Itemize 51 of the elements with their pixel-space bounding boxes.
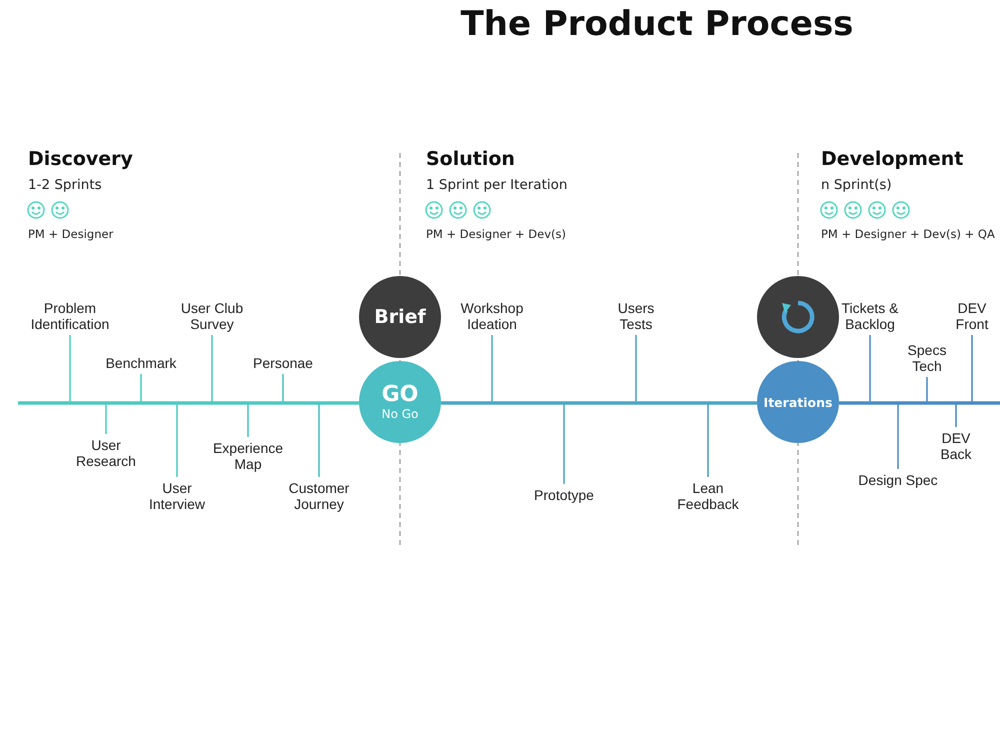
timeline-label: Users Tests	[614, 300, 658, 332]
leader-line	[926, 377, 928, 403]
team-roles: PM + Designer	[28, 227, 114, 241]
timeline-label: DEV Front	[952, 300, 992, 332]
timeline-label: Problem Identification	[20, 300, 120, 332]
circle-sublabel: No Go	[382, 407, 418, 421]
leader-line	[211, 335, 213, 403]
leader-line	[176, 403, 178, 477]
circle-label: Iterations	[764, 394, 832, 410]
timeline-label: Customer Journey	[287, 480, 351, 512]
timeline-line	[441, 401, 757, 405]
circle-label: GO	[382, 383, 418, 407]
timeline-line	[18, 401, 359, 405]
leader-line	[635, 335, 637, 403]
leader-line	[105, 403, 107, 434]
timeline-label: Benchmark	[96, 355, 186, 371]
timeline-label: User Club Survey	[167, 300, 257, 332]
leader-line	[869, 335, 871, 403]
diagram-title: The Product Process	[460, 4, 854, 44]
timeline-line	[839, 401, 1000, 405]
timeline-label: Experience Map	[203, 440, 293, 472]
leader-line	[563, 403, 565, 484]
timeline-label: Prototype	[524, 487, 604, 503]
timeline-label: Design Spec	[853, 472, 943, 488]
phase-title: Solution	[426, 148, 515, 170]
leader-line	[897, 403, 899, 469]
timeline-label: Personae	[243, 355, 323, 371]
leader-line	[318, 403, 320, 477]
timeline-label: Tickets & Backlog	[836, 300, 904, 332]
team-roles: PM + Designer + Dev(s) + QA	[821, 227, 995, 241]
leader-line	[955, 403, 957, 427]
leader-line	[971, 335, 973, 403]
leader-line	[247, 403, 249, 437]
timeline-label: Workshop Ideation	[457, 300, 527, 332]
phase-title: Discovery	[28, 148, 133, 170]
sprint-count: 1-2 Sprints	[28, 177, 102, 193]
sprint-count: n Sprint(s)	[821, 177, 892, 193]
timeline-label: User Interview	[145, 480, 209, 512]
leader-line	[491, 335, 493, 403]
phase-title: Development	[821, 148, 964, 170]
sprint-count: 1 Sprint per Iteration	[426, 177, 568, 193]
leader-line	[140, 374, 142, 403]
timeline-label: Specs Tech	[905, 342, 949, 374]
timeline-label: DEV Back	[936, 430, 976, 462]
leader-line	[69, 335, 71, 403]
timeline-label: User Research	[74, 437, 138, 469]
circle-label: Brief	[374, 306, 426, 328]
team-roles: PM + Designer + Dev(s)	[426, 227, 566, 241]
leader-line	[282, 374, 284, 403]
timeline-label: Lean Feedback	[676, 480, 740, 512]
leader-line	[707, 403, 709, 477]
